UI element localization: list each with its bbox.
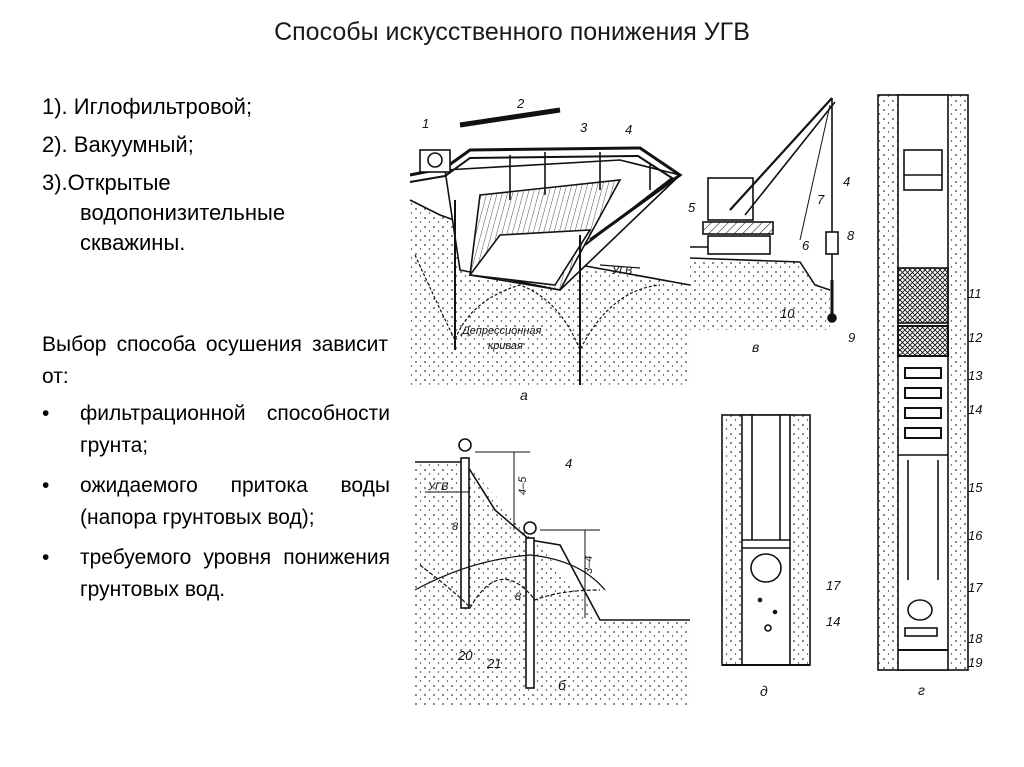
factor-item: • требуемого уровня понижения грунтовых … [42, 542, 390, 606]
svg-text:17: 17 [826, 578, 841, 593]
method-label: 2). Вакуумный; [42, 132, 194, 157]
method-item: 1). Иглофильтровой; [42, 92, 392, 122]
diagram-g [877, 94, 969, 671]
svg-text:21: 21 [486, 656, 501, 671]
svg-text:13: 13 [968, 368, 983, 383]
svg-text:8: 8 [847, 228, 855, 243]
svg-text:б: б [558, 677, 567, 693]
svg-text:15: 15 [968, 480, 983, 495]
svg-text:8: 8 [515, 591, 522, 603]
svg-text:4: 4 [565, 456, 572, 471]
bullet-icon: • [42, 474, 50, 497]
svg-text:20: 20 [457, 648, 473, 663]
svg-text:14: 14 [826, 614, 840, 629]
svg-text:а: а [520, 387, 528, 403]
methods-list: 1). Иглофильтровой; 2). Вакуумный; 3).От… [42, 92, 392, 266]
diagram-d-labels: 17 14 д [760, 578, 841, 699]
svg-text:Депрессионная: Депрессионная [460, 325, 541, 337]
diagram-a-labels: 1 2 3 4 УГВ Депрессионная кривая а [422, 96, 632, 403]
svg-text:4–5: 4–5 [517, 476, 529, 495]
svg-text:4: 4 [625, 122, 632, 137]
svg-text:3–4: 3–4 [583, 556, 595, 574]
svg-text:7: 7 [817, 192, 825, 207]
diagram-b-labels: 4 УГВ 4–5 3–4 8 8 20 21 б [427, 456, 595, 693]
svg-text:5: 5 [688, 200, 696, 215]
method-label: 3).Открытые [42, 170, 171, 195]
svg-text:17: 17 [968, 580, 983, 595]
svg-text:3: 3 [580, 120, 588, 135]
svg-text:10: 10 [780, 306, 795, 321]
method-label-continuation: водопонизительные скважины. [80, 200, 286, 255]
svg-text:14: 14 [968, 402, 982, 417]
svg-text:18: 18 [968, 631, 983, 646]
svg-text:4: 4 [843, 174, 850, 189]
diagram-a [409, 107, 691, 385]
svg-text:г: г [918, 682, 925, 698]
svg-text:8: 8 [452, 521, 459, 533]
factor-text: требуемого уровня понижения грунтовых во… [80, 546, 390, 601]
bullet-icon: • [42, 402, 50, 425]
svg-text:6: 6 [802, 238, 810, 253]
svg-text:1: 1 [422, 116, 429, 131]
diagram-g-labels: 11 12 13 14 15 16 17 18 19 г [918, 286, 983, 698]
choice-intro: Выбор способа осушения зависит от: [42, 333, 388, 388]
method-item: 3).Открытые водопонизительные скважины. [42, 168, 392, 258]
factor-item: • ожидаемого притока воды (напора грунто… [42, 470, 390, 534]
method-item: 2). Вакуумный; [42, 130, 392, 160]
svg-text:2: 2 [516, 96, 525, 111]
svg-text:д: д [760, 683, 768, 699]
svg-text:кривая: кривая [488, 340, 523, 352]
factor-text: фильтрационной способности грунта; [80, 402, 390, 457]
bullet-icon: • [42, 546, 50, 569]
factor-text: ожидаемого притока воды (напора грунтовы… [80, 474, 390, 529]
factor-item: • фильтрационной способности грунта; [42, 398, 390, 462]
svg-text:19: 19 [968, 655, 982, 670]
svg-text:9: 9 [848, 330, 855, 345]
dewatering-illustration: 1 2 3 4 УГВ Депрессионная кривая а [409, 94, 983, 705]
diagram-v [689, 97, 839, 330]
factors-list: • фильтрационной способности грунта; • о… [42, 398, 390, 614]
svg-text:11: 11 [968, 286, 982, 301]
svg-text:16: 16 [968, 528, 983, 543]
diagram-b [414, 438, 690, 705]
svg-text:УГВ: УГВ [611, 265, 632, 277]
slide-title: Способы искусственного понижения УГВ [274, 18, 750, 46]
method-label: 1). Иглофильтровой; [42, 94, 253, 119]
diagram-v-labels: 4 5 6 7 8 9 10 в [688, 174, 855, 355]
diagram-d [721, 414, 811, 666]
svg-text:12: 12 [968, 330, 983, 345]
svg-text:УГВ: УГВ [427, 481, 448, 493]
svg-text:в: в [752, 339, 759, 355]
